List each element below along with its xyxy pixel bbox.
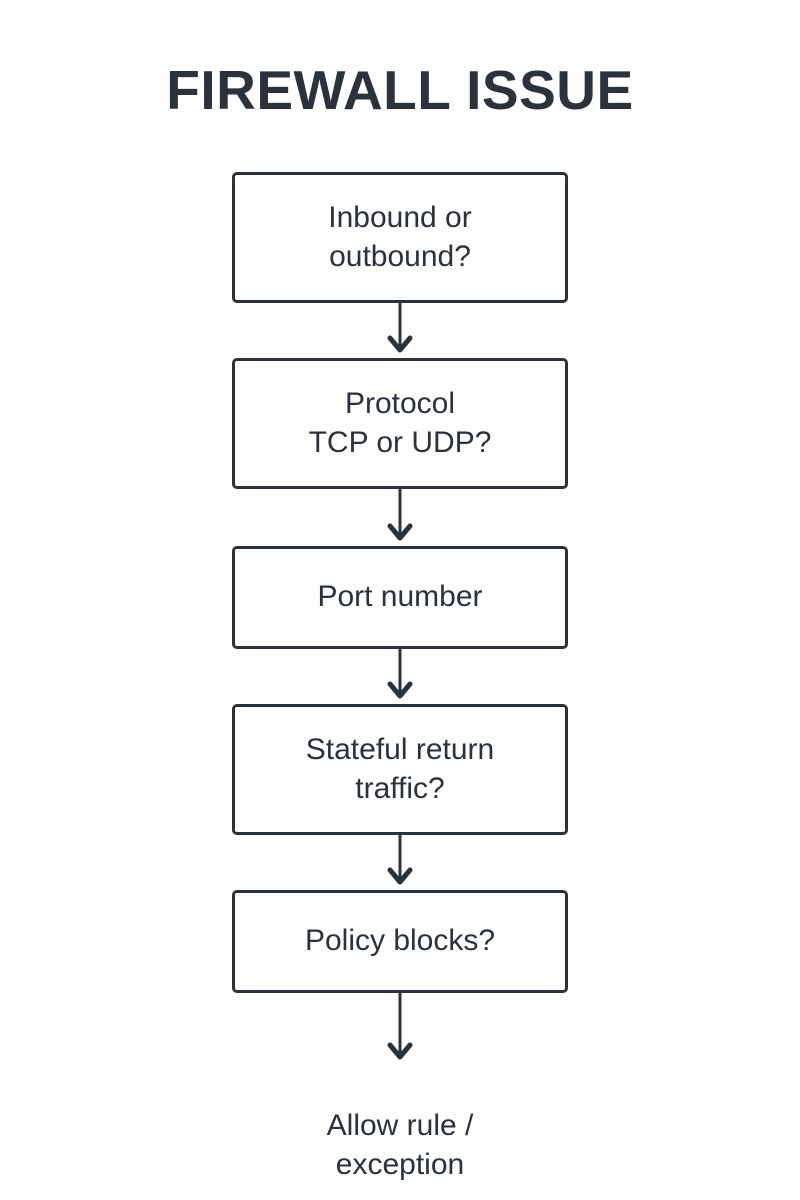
flow-node-label: Policy blocks?: [304, 924, 496, 958]
flow-node-inbound-or-outbound[interactable]: Inbound or outbound?: [232, 172, 568, 303]
flowchart-container: Inbound or outbound? Protocol TCP or UDP…: [232, 172, 568, 1184]
arrow-down-icon: [387, 835, 413, 885]
flow-node-port-number[interactable]: Port number: [232, 546, 568, 649]
flow-node-stateful-return-traffic[interactable]: Stateful return traffic?: [232, 704, 568, 835]
arrow-down-icon: [387, 303, 413, 353]
flow-node-protocol[interactable]: Protocol TCP or UDP?: [232, 358, 568, 489]
flow-connector-5: [232, 993, 568, 1065]
flow-node-label: Stateful return traffic?: [305, 733, 495, 805]
flow-node-policy-blocks[interactable]: Policy blocks?: [232, 890, 568, 993]
flow-node-label: Port number: [317, 580, 483, 614]
arrow-down-icon: [387, 489, 413, 541]
flow-node-allow-rule-exception: Allow rule / exception: [232, 1065, 568, 1184]
flow-connector-4: [232, 835, 568, 890]
page-title: FIREWALL ISSUE: [166, 59, 634, 121]
arrow-down-icon: [387, 993, 413, 1060]
flow-node-label: Inbound or outbound?: [328, 201, 472, 273]
arrow-down-icon: [387, 649, 413, 699]
flow-node-label: Protocol TCP or UDP?: [308, 387, 492, 459]
flow-connector-3: [232, 649, 568, 704]
flow-node-label: Allow rule / exception: [326, 1109, 474, 1181]
flow-connector-2: [232, 489, 568, 546]
flow-connector-1: [232, 303, 568, 358]
